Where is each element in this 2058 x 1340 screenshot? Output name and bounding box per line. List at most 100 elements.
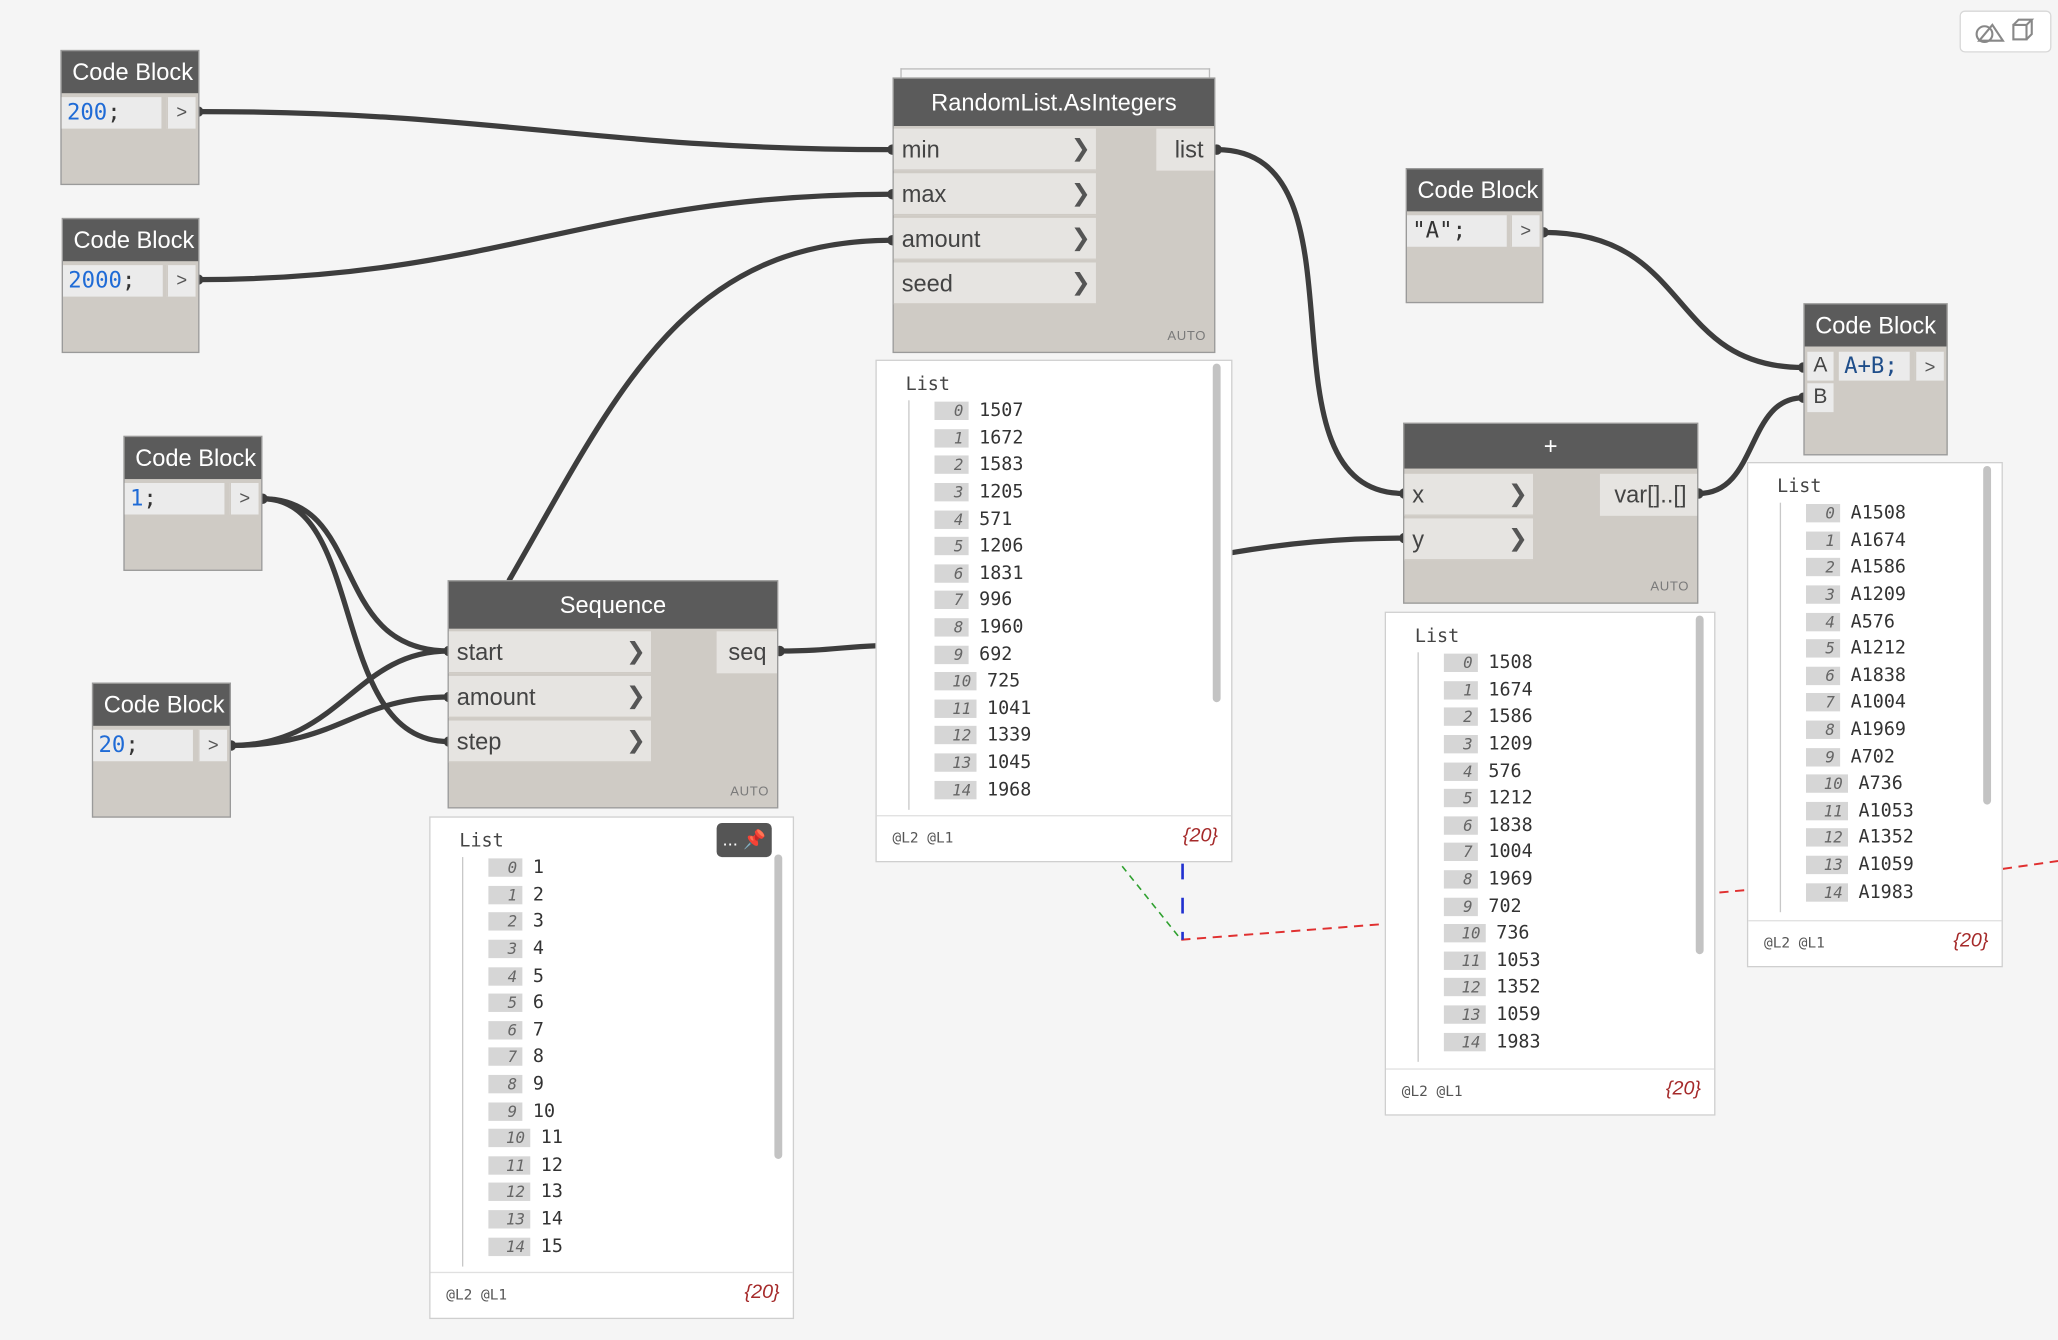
pin-button[interactable]: ... 📌 — [716, 822, 772, 858]
list-value: 1838 — [1488, 814, 1533, 836]
list-index: 5 — [488, 993, 523, 1013]
list-value: A1059 — [1858, 854, 1914, 876]
list-index: 5 — [934, 537, 969, 556]
preview-list-label: List — [1777, 476, 1822, 498]
code-editor[interactable]: 1; — [124, 483, 225, 515]
wire-200-to-min — [195, 108, 896, 153]
preview-footer: @L2 @L1 {20} — [1748, 920, 2002, 966]
output-var[interactable]: var[]..[] — [1599, 473, 1698, 516]
input-start[interactable]: start❯ — [448, 631, 651, 674]
list-index: 9 — [934, 645, 969, 664]
list-index: 3 — [1806, 585, 1841, 604]
output-port[interactable]: > — [229, 483, 259, 515]
code-block-1[interactable]: Code Block 1; > — [123, 435, 263, 571]
code-editor[interactable]: 200; — [61, 97, 162, 129]
list-index: 0 — [1443, 654, 1478, 673]
code-editor[interactable]: 2000; — [63, 265, 163, 297]
input-max[interactable]: max❯ — [893, 173, 1096, 216]
scrollbar[interactable] — [774, 854, 783, 1159]
input-port-a[interactable]: A — [1807, 351, 1834, 381]
input-y[interactable]: y❯ — [1404, 518, 1533, 561]
output-port[interactable]: > — [166, 97, 196, 129]
list-index: 3 — [934, 483, 969, 502]
input-min[interactable]: min❯ — [893, 128, 1096, 171]
wire-list-to-x — [1214, 147, 1407, 497]
list-value: 576 — [1488, 760, 1522, 782]
list-value: 10 — [532, 1100, 556, 1122]
count-label: {20} — [1182, 824, 1218, 847]
list-value: A736 — [1858, 773, 1903, 795]
view-toggle[interactable] — [1959, 10, 2052, 53]
list-index: 7 — [934, 591, 969, 610]
output-list[interactable]: list — [1156, 128, 1215, 171]
code-editor[interactable]: "A"; — [1407, 215, 1507, 247]
code-editor[interactable]: 20; — [93, 729, 193, 762]
code-block-200[interactable]: Code Block 200; > — [60, 49, 200, 186]
list-index: 7 — [488, 1047, 523, 1067]
input-port-b[interactable]: B — [1807, 383, 1834, 413]
list-index: 12 — [1806, 828, 1848, 848]
scrollbar[interactable] — [1695, 615, 1704, 955]
code-block-concat[interactable]: Code Block A B A+B; > — [1803, 303, 1948, 456]
list-value: 12 — [540, 1154, 563, 1176]
add-node[interactable]: + x❯ y❯ var[]..[] AUTO — [1403, 422, 1699, 604]
code-block-A[interactable]: Code Block "A"; > — [1405, 168, 1544, 304]
list-index: 11 — [934, 699, 977, 718]
list-value: 1206 — [979, 535, 1024, 557]
input-seed[interactable]: seed❯ — [893, 262, 1096, 305]
geometry-toggle-icon[interactable] — [1961, 12, 2050, 51]
node-title: + — [1404, 423, 1698, 469]
list-value: 9 — [532, 1073, 544, 1095]
list-value: A1053 — [1858, 800, 1914, 822]
list-index: 5 — [1443, 789, 1478, 808]
output-port[interactable]: > — [1914, 351, 1944, 381]
input-amount[interactable]: amount❯ — [448, 675, 651, 718]
list-index: 14 — [1806, 882, 1848, 902]
input-amount[interactable]: amount❯ — [893, 217, 1096, 260]
code-block-20[interactable]: Code Block 20; > — [91, 682, 231, 818]
code-editor[interactable]: A+B; — [1838, 351, 1910, 381]
wire-1-to-step — [259, 496, 452, 745]
wire-A-to-A — [1540, 229, 1806, 371]
list-value: 2 — [532, 884, 544, 906]
list-value: 1339 — [987, 725, 1032, 747]
list-item: 9 692 — [934, 641, 1211, 668]
list-index: 13 — [488, 1210, 531, 1229]
output-seq[interactable]: seq — [716, 631, 777, 674]
output-port[interactable]: > — [166, 265, 196, 297]
input-x[interactable]: x❯ — [1404, 473, 1533, 516]
output-port[interactable]: > — [198, 729, 228, 762]
sequence-node[interactable]: Sequence start❯ amount❯ step❯ seq AUTO — [447, 580, 779, 809]
chevron-right-icon: ❯ — [1507, 480, 1528, 508]
scrollbar[interactable] — [1983, 465, 1992, 805]
output-port[interactable]: > — [1510, 215, 1540, 247]
list-value: 571 — [979, 508, 1013, 530]
randomlist-node[interactable]: RandomList.AsIntegers min❯ max❯ amount❯ … — [892, 77, 1216, 354]
list-value: A1969 — [1850, 719, 1906, 741]
input-step[interactable]: step❯ — [448, 720, 651, 763]
list-value: 692 — [979, 643, 1013, 665]
list-value: 1983 — [1496, 1031, 1541, 1053]
code-block-2000[interactable]: Code Block 2000; > — [61, 217, 200, 354]
list-value: A1209 — [1850, 584, 1906, 606]
scrollbar[interactable] — [1212, 363, 1221, 703]
